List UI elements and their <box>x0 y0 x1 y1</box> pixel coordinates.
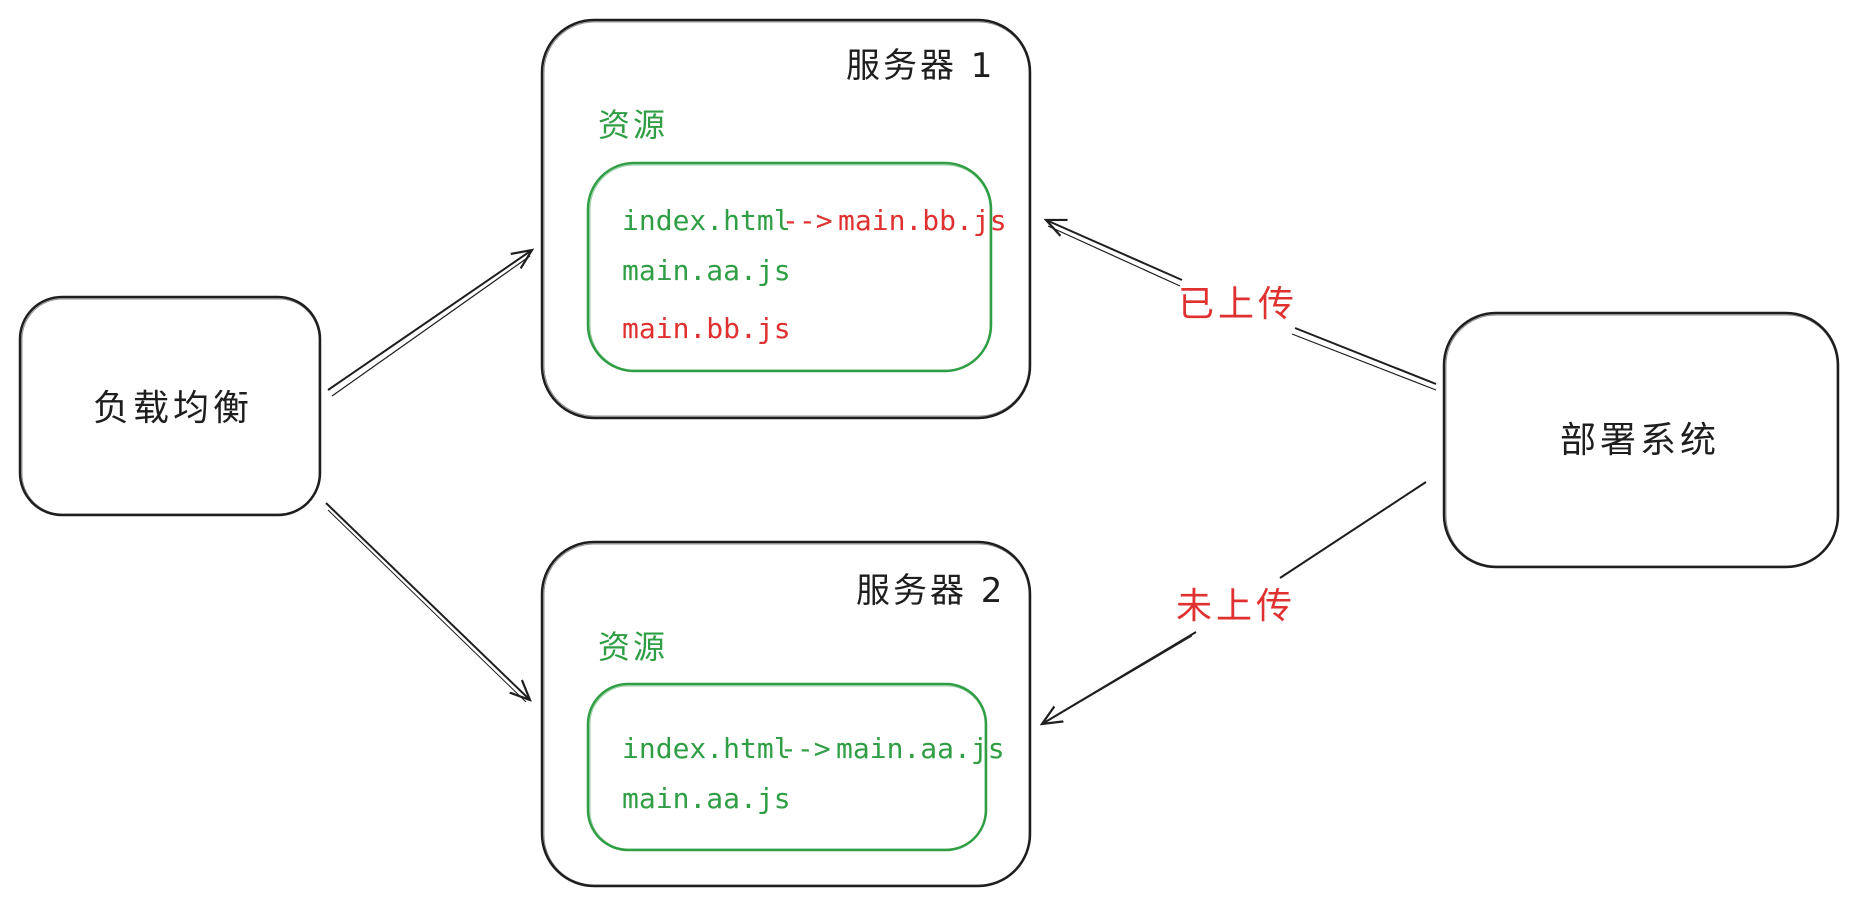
server-1-file-bb: main.bb.js <box>622 312 791 345</box>
server-2-resources-label: 资源 <box>598 628 668 666</box>
edge-not-uploaded-label: 未上传 <box>1176 586 1296 627</box>
deploy-system-node[interactable]: 部署系统 <box>1442 311 1840 569</box>
edge-uploaded-label: 已上传 <box>1178 284 1298 325</box>
server-2-title: 服务器 2 <box>856 571 1005 611</box>
server-1-node[interactable]: 服务器 1 资源 index.html --> main.bb.js main.… <box>540 18 1032 420</box>
server-1-resources-box <box>586 161 993 373</box>
edge-lb-to-server-2 <box>325 502 530 703</box>
server-2-pointer-arrow: --> <box>780 732 831 765</box>
server-2-file-aa: main.aa.js <box>622 782 791 815</box>
server-1-pointer-arrow: --> <box>782 204 833 237</box>
server-1-entry-file: index.html <box>622 204 791 237</box>
deploy-system-label: 部署系统 <box>1560 420 1720 461</box>
server-2-node[interactable]: 服务器 2 资源 index.html --> main.aa.js main.… <box>540 540 1032 888</box>
load-balancer-label: 负载均衡 <box>93 388 253 429</box>
server-2-resources-box <box>586 682 988 852</box>
edge-deploy-to-server-1 <box>1046 220 1437 391</box>
server-1-pointer-target: main.bb.js <box>838 204 1007 237</box>
edge-deploy-to-server-2 <box>1042 481 1427 724</box>
load-balancer-node[interactable]: 负载均衡 <box>18 295 322 517</box>
edge-lb-to-server-1 <box>327 250 532 397</box>
server-1-title: 服务器 1 <box>846 46 995 86</box>
server-2-pointer-target: main.aa.js <box>836 732 1005 765</box>
server-1-file-aa: main.aa.js <box>622 254 791 287</box>
server-1-resources-label: 资源 <box>598 106 668 144</box>
server-2-entry-file: index.html <box>622 732 791 765</box>
